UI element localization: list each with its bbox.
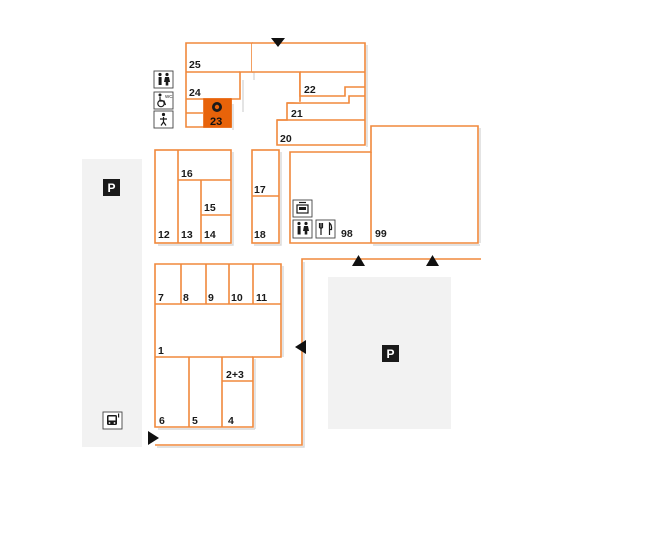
unit-5-label: 5 [192,415,198,427]
unit-10-label: 10 [231,292,243,304]
entrance-arrow-right-2 [426,255,439,266]
parking-sign-right: P [382,345,399,362]
svg-text:P: P [107,181,115,195]
building-middle-right [289,125,481,246]
unit-7-label: 7 [158,292,164,304]
location-pin-icon [212,102,222,112]
entrance-arrow-bottom [148,431,159,445]
unit-6-label: 6 [159,415,165,427]
restaurant-icon [315,219,336,239]
walkway-outline [155,258,481,446]
entrance-arrow-top [271,38,285,47]
unit-18-label: 18 [254,229,266,241]
unit-8-label: 8 [183,292,189,304]
unit-9-label: 9 [208,292,214,304]
atm-icon [292,199,313,218]
parking-area-left [82,159,142,447]
unit-2-3-label: 2+3 [226,369,244,381]
baby-changing-icon [153,110,174,129]
building-middle-left [154,149,234,246]
unit-11-label: 11 [256,292,267,304]
unit-12-label: 12 [158,229,170,241]
svg-text:WC: WC [165,94,173,99]
unit-24-label: 24 [189,87,201,99]
unit-16-label: 16 [181,168,193,180]
unit-23-label: 23 [210,116,222,128]
unit-13-label: 13 [181,229,193,241]
unit-25-label: 25 [189,59,201,71]
building-bottom-left [154,263,284,430]
accessible-toilet-icon: WC [153,91,174,110]
building-top-right [252,42,368,147]
unit-20-label: 20 [280,133,292,145]
unit-22-label: 22 [304,84,316,96]
svg-text:P: P [386,347,394,361]
building-middle-center [251,149,282,246]
unit-14-label: 14 [204,229,216,241]
bus-stop-icon [102,411,123,430]
entrance-arrow-right-1 [352,255,365,266]
unit-98-label: 98 [341,228,353,240]
parking-sign-left: P [103,179,120,196]
unit-4-label: 4 [228,415,234,427]
unit-15-label: 15 [204,202,216,214]
unit-21-label: 21 [291,108,303,120]
building-top-left [185,42,255,130]
unit-17-label: 17 [254,184,266,196]
unit-1-label: 1 [158,345,164,357]
toilets-icon [153,70,174,89]
unit-99-label: 99 [375,228,387,240]
entrance-arrow-walkway [295,340,306,354]
toilets-icon [292,219,313,239]
